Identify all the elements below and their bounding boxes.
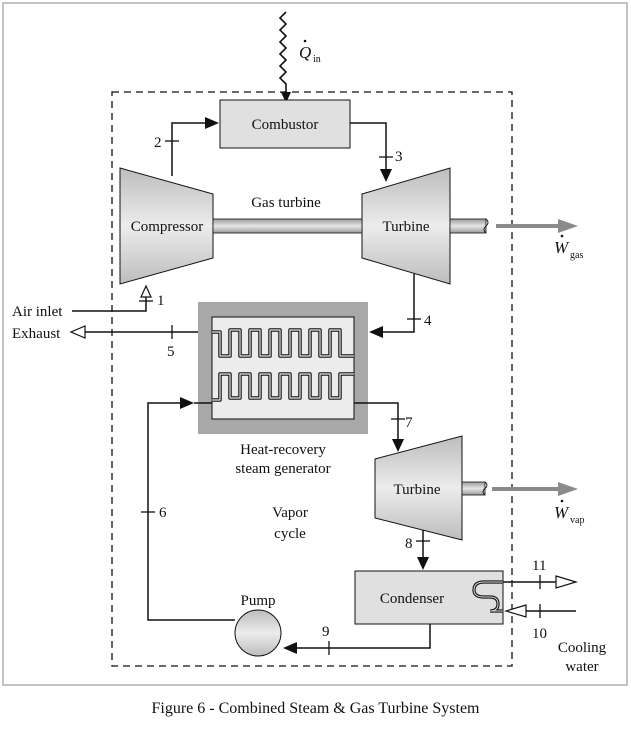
- compressor-body: [119, 167, 214, 285]
- pump-body: [234, 609, 282, 657]
- combustor-label: Combustor: [252, 117, 319, 133]
- state-3: 3: [395, 149, 403, 165]
- hrsg-label-line2: steam generator: [235, 461, 330, 477]
- heat-input-arrowhead: [281, 92, 291, 103]
- combustor-box: [219, 99, 351, 149]
- heat-input-label: Q in: [299, 39, 321, 65]
- line-1: [72, 288, 147, 312]
- figure-caption: Figure 6 - Combined Steam & Gas Turbine …: [151, 700, 480, 717]
- cooling-water-line2: water: [565, 659, 598, 675]
- state-7: 7: [405, 415, 413, 431]
- state-2: 2: [154, 135, 162, 151]
- work-vap-arrowhead: [558, 482, 578, 496]
- state-10: 10: [532, 626, 547, 642]
- steam-shaft: [461, 481, 486, 496]
- steam-turbine-label: Turbine: [394, 482, 441, 498]
- state-8: 8: [405, 536, 413, 552]
- heat-input-line: [278, 11, 288, 92]
- vapor-cycle-line1: Vapor: [272, 505, 308, 521]
- gas-turbine-label: Turbine: [383, 219, 430, 235]
- state-5: 5: [167, 344, 175, 360]
- line-4: [382, 274, 415, 333]
- svg-text:in: in: [313, 54, 321, 65]
- control-volume-boundary: [111, 91, 513, 667]
- state-9: 9: [322, 624, 330, 640]
- line-9: [297, 624, 431, 649]
- gas-turbine-caption: Gas turbine: [251, 195, 321, 211]
- line-7: [354, 402, 399, 440]
- vapor-cycle-line2: cycle: [274, 526, 306, 542]
- work-vap-label: W vap: [554, 499, 584, 526]
- pump-label: Pump: [240, 593, 275, 609]
- work-gas-arrowhead: [558, 219, 578, 233]
- state-4: 4: [424, 313, 432, 329]
- svg-text:W: W: [554, 503, 570, 522]
- work-gas-label: W gas: [554, 234, 583, 261]
- svg-text:gas: gas: [570, 250, 583, 261]
- line-3: [350, 122, 387, 170]
- svg-text:Q: Q: [299, 43, 311, 62]
- hrsg-label-line1: Heat-recovery: [240, 442, 326, 458]
- exhaust-label: Exhaust: [12, 326, 61, 342]
- condenser-label: Condenser: [380, 591, 444, 607]
- state-1: 1: [157, 293, 165, 309]
- gas-shaft: [212, 218, 363, 234]
- gas-turbine-body: [361, 167, 451, 285]
- steam-turbine-body: [374, 435, 463, 541]
- air-inlet-label: Air inlet: [12, 304, 63, 320]
- gas-shaft-output: [449, 218, 487, 234]
- compressor-label: Compressor: [131, 219, 204, 235]
- hrsg-box: [211, 316, 355, 420]
- cooling-water-line1: Cooling: [558, 640, 607, 656]
- state-6: 6: [159, 505, 167, 521]
- state-11: 11: [532, 558, 546, 574]
- svg-text:vap: vap: [570, 515, 584, 526]
- line-2: [171, 122, 206, 176]
- svg-text:W: W: [554, 238, 570, 257]
- outer-border: [2, 2, 628, 686]
